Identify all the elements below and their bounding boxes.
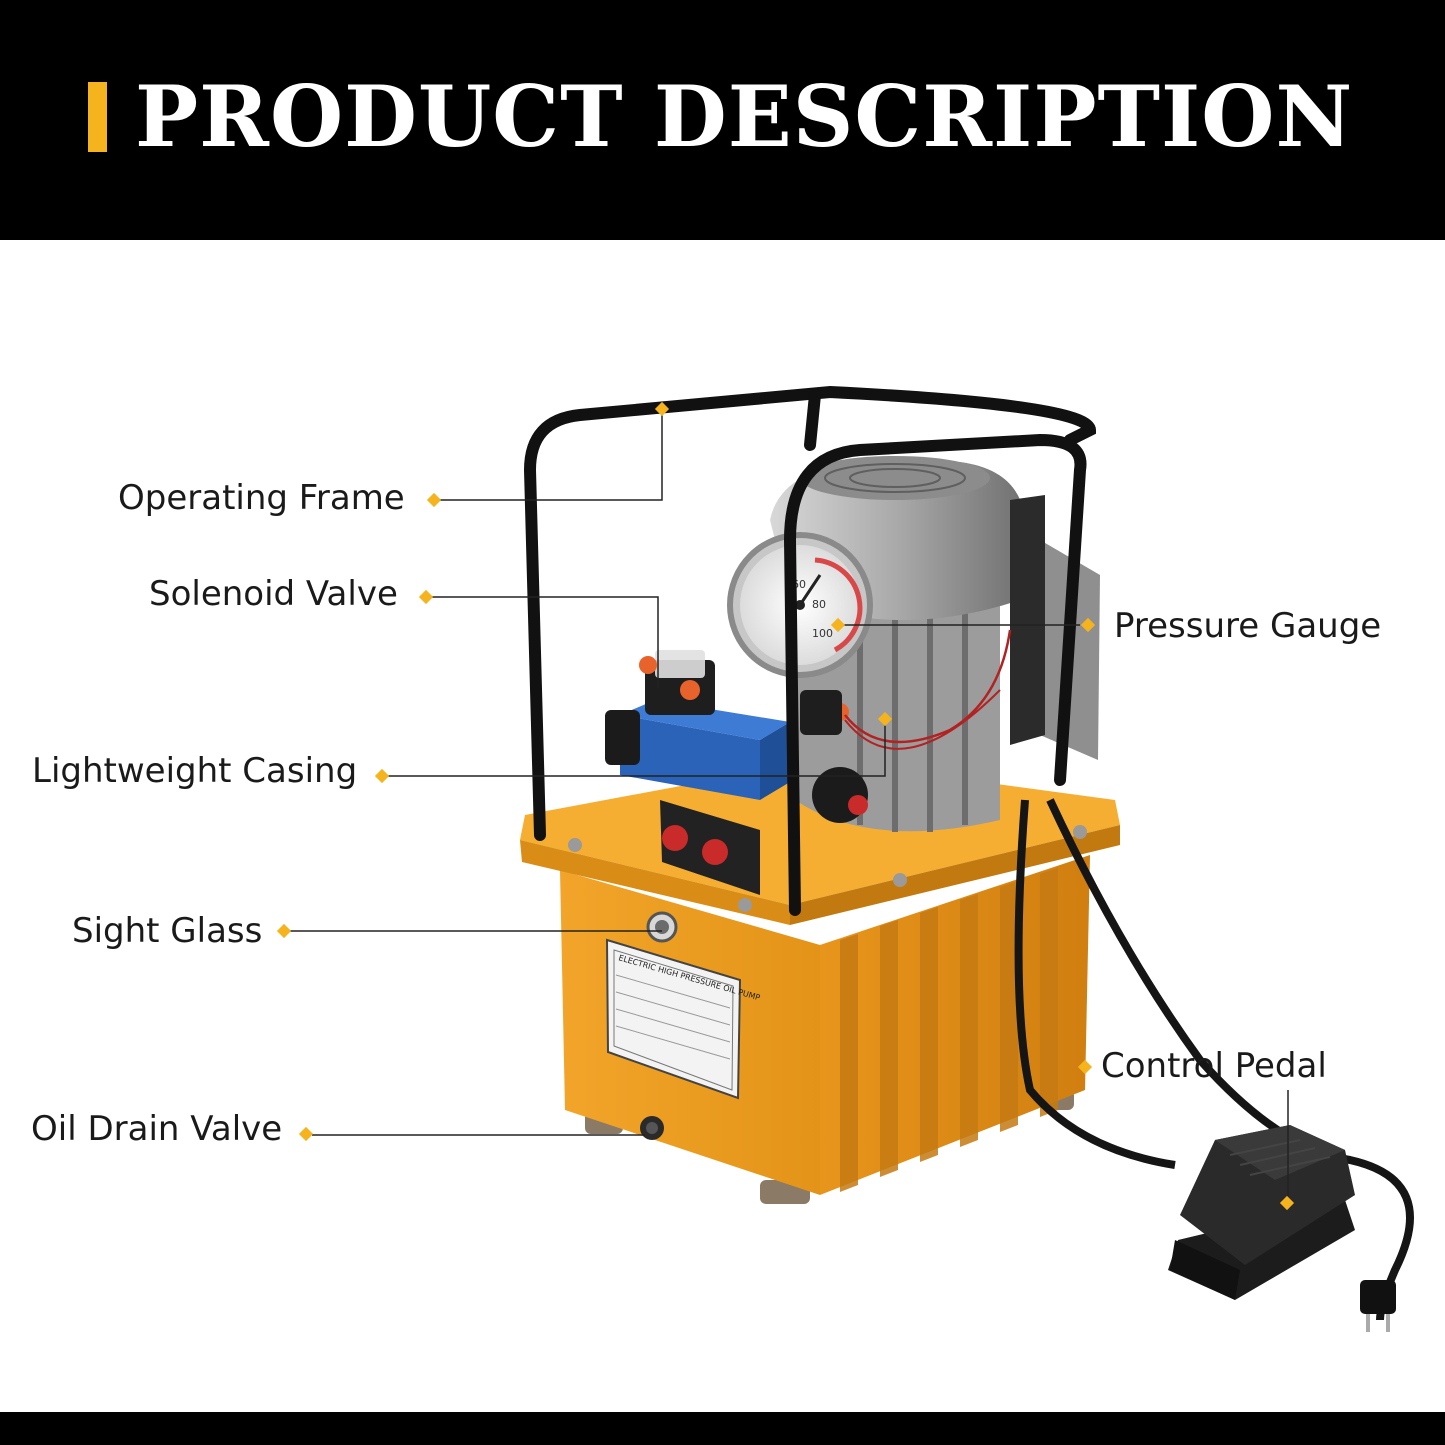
callout-lightweight-casing: Lightweight Casing — [32, 751, 358, 791]
pressure-gauge-dial — [727, 532, 873, 678]
callout-sight-glass: Sight Glass — [72, 911, 263, 951]
accent-bar — [88, 82, 107, 152]
callout-operating-frame: Operating Frame — [118, 478, 405, 518]
header-banner: PRODUCT DESCRIPTION — [0, 0, 1445, 240]
drain-valve-plug — [640, 1116, 664, 1140]
gauge-mark-80: 80 — [812, 598, 826, 611]
callout-pressure-gauge: Pressure Gauge — [1114, 606, 1382, 646]
callout-control-pedal: Control Pedal — [1101, 1046, 1327, 1086]
gauge-mark-100: 100 — [812, 627, 833, 640]
footer-bar — [0, 1412, 1445, 1445]
sight-glass-window — [646, 911, 678, 943]
callout-oil-drain-valve: Oil Drain Valve — [31, 1109, 283, 1149]
page-title: PRODUCT DESCRIPTION — [135, 67, 1354, 166]
callout-solenoid-valve: Solenoid Valve — [149, 574, 398, 614]
name-plate — [605, 938, 742, 1100]
control-pedal-unit — [1168, 1125, 1396, 1332]
